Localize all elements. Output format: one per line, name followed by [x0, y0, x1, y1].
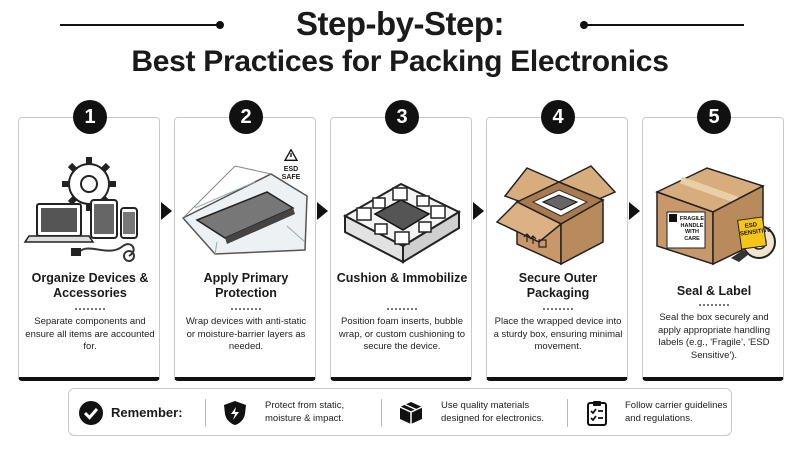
reminder-label: Remember: [111, 405, 183, 420]
fragile-label: FRAGILE HANDLE WITH CARE [679, 216, 705, 242]
checkmark-icon [79, 401, 103, 425]
step-3-card: Cushion & Immobilize Position foam inser… [330, 117, 472, 381]
step-5-separator [699, 304, 729, 308]
title-decoration-right [580, 21, 744, 29]
esd-sensitive-label: ESD SENSITIVE [737, 216, 772, 250]
devices-gear-icon [19, 146, 161, 266]
title-line-2: Best Practices for Packing Electronics [131, 45, 669, 78]
step-3-separator [387, 308, 417, 312]
step-4-description: Place the wrapped device into a sturdy b… [493, 316, 623, 352]
arrow-right-icon [473, 202, 484, 220]
foam-cushion-icon [331, 146, 473, 266]
warning-triangle-icon [283, 148, 299, 161]
step-2-number: 2 [229, 100, 263, 134]
step-3-description: Position foam inserts, bubble wrap, or c… [338, 316, 466, 352]
step-4-separator [543, 308, 573, 312]
step-4-number: 4 [541, 100, 575, 134]
esd-safe-text: ESD SAFE [281, 166, 301, 181]
step-5-description: Seal the box securely and apply appropri… [658, 312, 770, 361]
arrow-right-icon [317, 202, 328, 220]
divider [205, 399, 206, 427]
arrow-right-icon [629, 202, 640, 220]
reminder-bar: Remember: Protect from static, moisture … [68, 388, 732, 436]
step-5-title: Seal & Label [676, 284, 752, 298]
step-1-description: Separate components and ensure all items… [25, 316, 155, 352]
sealed-box-tape-icon [643, 146, 785, 266]
step-2-title: Apply Primary Protection [203, 271, 289, 300]
step-2-card: ESD SAFE Apply Primary Protection Wrap d… [174, 117, 316, 381]
divider [567, 399, 568, 427]
step-5-card: FRAGILE HANDLE WITH CARE ESD SENSITIVE S… [642, 117, 784, 381]
step-5-number: 5 [697, 100, 731, 134]
reminder-item-1: Protect from static, moisture & impact. [265, 400, 345, 424]
title-decoration-left [60, 21, 224, 29]
reminder-item-2: Use quality materials designed for elect… [441, 400, 544, 424]
divider [381, 399, 382, 427]
shield-icon [221, 399, 249, 427]
reminder-item-3: Follow carrier guidelines and regulation… [625, 400, 728, 424]
step-2-description: Wrap devices with anti-static or moistur… [185, 316, 307, 352]
clipboard-checklist-icon [583, 399, 611, 427]
step-1-title: Organize Devices & Accessories [31, 271, 149, 300]
esd-safe-badge: ESD SAFE [275, 148, 307, 182]
step-1-card: Organize Devices & Accessories Separate … [18, 117, 160, 381]
step-4-card: Secure Outer Packaging Place the wrapped… [486, 117, 628, 381]
page-title: Step-by-Step: Best Practices for Packing… [0, 4, 800, 80]
antistatic-bag-icon [175, 146, 317, 266]
step-2-separator [231, 308, 261, 312]
step-3-number: 3 [385, 100, 419, 134]
step-1-number: 1 [73, 100, 107, 134]
title-line-1: Step-by-Step: [296, 5, 505, 42]
step-1-separator [75, 308, 105, 312]
arrow-right-icon [161, 202, 172, 220]
open-box-icon [487, 146, 629, 266]
step-4-title: Secure Outer Packaging [518, 271, 598, 300]
step-3-title: Cushion & Immobilize [336, 271, 468, 285]
steps-row: 1 [0, 100, 800, 382]
box-icon [397, 399, 425, 427]
